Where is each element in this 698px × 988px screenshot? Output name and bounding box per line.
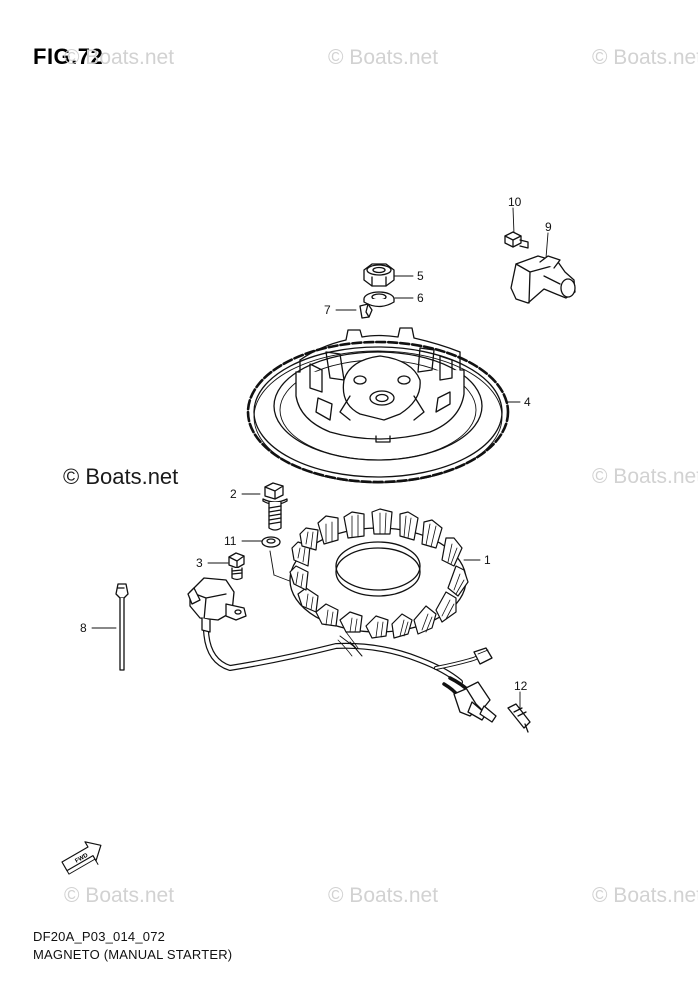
cable-tie-part bbox=[115, 583, 129, 671]
woodruff-key-part bbox=[359, 303, 373, 319]
forward-arrow-icon: FWD bbox=[61, 841, 102, 875]
callout-12: 12 bbox=[514, 679, 528, 693]
watermark-dark: © Boats.net bbox=[63, 464, 179, 489]
terminal-pin-part bbox=[507, 703, 531, 733]
watermark: © Boats.net bbox=[592, 884, 698, 907]
flywheel-part bbox=[246, 327, 510, 484]
callout-8: 8 bbox=[80, 621, 87, 635]
pulser-sensor-part bbox=[510, 255, 576, 304]
pulser-coil-part bbox=[187, 577, 247, 633]
callout-1: 1 bbox=[484, 553, 491, 567]
stator-pole-shoes bbox=[289, 508, 469, 639]
watermark: © Boats.net bbox=[592, 46, 698, 69]
callout-3: 3 bbox=[196, 556, 203, 570]
figure-caption: MAGNETO (MANUAL STARTER) bbox=[33, 947, 233, 962]
callout-7: 7 bbox=[324, 303, 331, 317]
callout-2: 2 bbox=[230, 487, 237, 501]
washer-part bbox=[363, 291, 395, 308]
callout-10: 10 bbox=[508, 195, 522, 209]
callout-6: 6 bbox=[417, 291, 424, 305]
watermark: © Boats.net bbox=[64, 884, 175, 907]
figure-code: DF20A_P03_014_072 bbox=[33, 929, 166, 944]
watermark: © Boats.net bbox=[328, 46, 439, 69]
stator-coil-part bbox=[289, 508, 469, 639]
callout-5: 5 bbox=[417, 269, 424, 283]
stator-windings bbox=[295, 512, 465, 638]
flywheel-nut-part bbox=[363, 263, 395, 287]
spacer-washer-part bbox=[261, 536, 281, 548]
sensor-bolt-part bbox=[504, 231, 529, 249]
callout-4: 4 bbox=[524, 395, 531, 409]
watermark: © Boats.net bbox=[328, 884, 439, 907]
pulser-bolt-part bbox=[228, 552, 245, 581]
callout-9: 9 bbox=[545, 220, 552, 234]
wire-harness-part bbox=[202, 617, 497, 723]
watermark: © Boats.net bbox=[592, 465, 698, 488]
figure-title: FIG.72 bbox=[33, 44, 104, 69]
watermark: © Boats.net bbox=[64, 46, 175, 69]
callout-11: 11 bbox=[224, 534, 237, 548]
flange-bolt-part bbox=[262, 482, 288, 531]
